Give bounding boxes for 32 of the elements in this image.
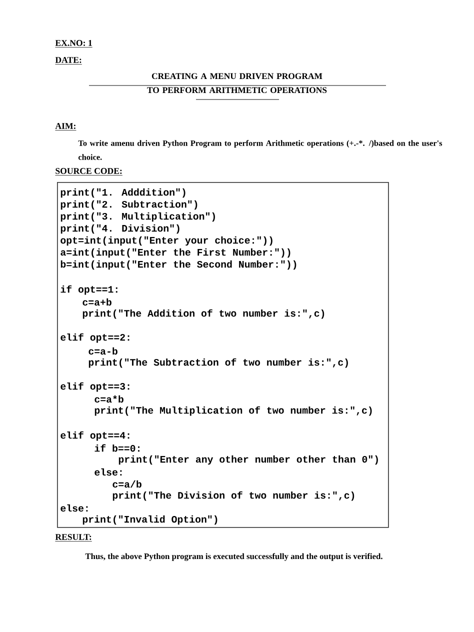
paragraph: To write amenu driven Python Program to perform Arithmetic operations (+.-*. /)based on the user's choice.: [78, 140, 442, 160]
code-line: c=a-b: [88, 347, 118, 355]
section-heading: DATE:: [55, 57, 82, 65]
code-line: c=a*b: [94, 395, 124, 403]
code-line: print("The Division of two number is:",c): [112, 491, 354, 501]
section-heading: RESULT:: [55, 534, 92, 542]
heading: CREATING A MENU DRIVEN PROGRAM TO PERFORM ARITHMETIC OPERATIONS: [147, 73, 327, 94]
code-line: print("The Multiplication of two number is:",c): [94, 406, 372, 416]
code-line: else:: [60, 504, 88, 512]
code-line: if b==0:: [94, 444, 140, 452]
code-line: c=a/b: [112, 480, 142, 488]
code-line: print("Enter any other number other than 0"): [118, 455, 378, 465]
paragraph: Thus, the above Python program is executed successfully and the output is verified.: [85, 553, 382, 561]
code-line: elif opt==3:: [60, 382, 130, 392]
code-line: print("The Subtraction of two number is:",c): [88, 358, 348, 368]
code-line: else:: [94, 468, 122, 476]
section-heading: AIM:: [55, 123, 76, 131]
code-line: elif opt==4:: [60, 431, 130, 441]
code-line: print("4. Division"): [60, 224, 180, 234]
code-line: b=int(input("Enter the Second Number:")): [60, 260, 296, 270]
code-line: if opt==1:: [60, 285, 118, 295]
code-line: opt=int(input("Enter your choice:")): [60, 236, 272, 246]
code-line: a=int(input("Enter the First Number:")): [60, 248, 290, 258]
code-line: print("Invalid Option"): [82, 515, 218, 525]
code-line: print("2. Subtraction"): [60, 200, 198, 210]
code-line: elif opt==2:: [60, 333, 130, 343]
code-line: print("The Addition of two number is:",c): [82, 309, 324, 319]
section-heading: EX.NO: 1: [55, 40, 93, 48]
code-line: print("1. Adddition"): [60, 188, 186, 198]
code-line: print("3. Multiplication"): [60, 212, 215, 222]
section-heading: SOURCE CODE:: [55, 168, 123, 176]
code-line: c=a+b: [82, 298, 112, 306]
